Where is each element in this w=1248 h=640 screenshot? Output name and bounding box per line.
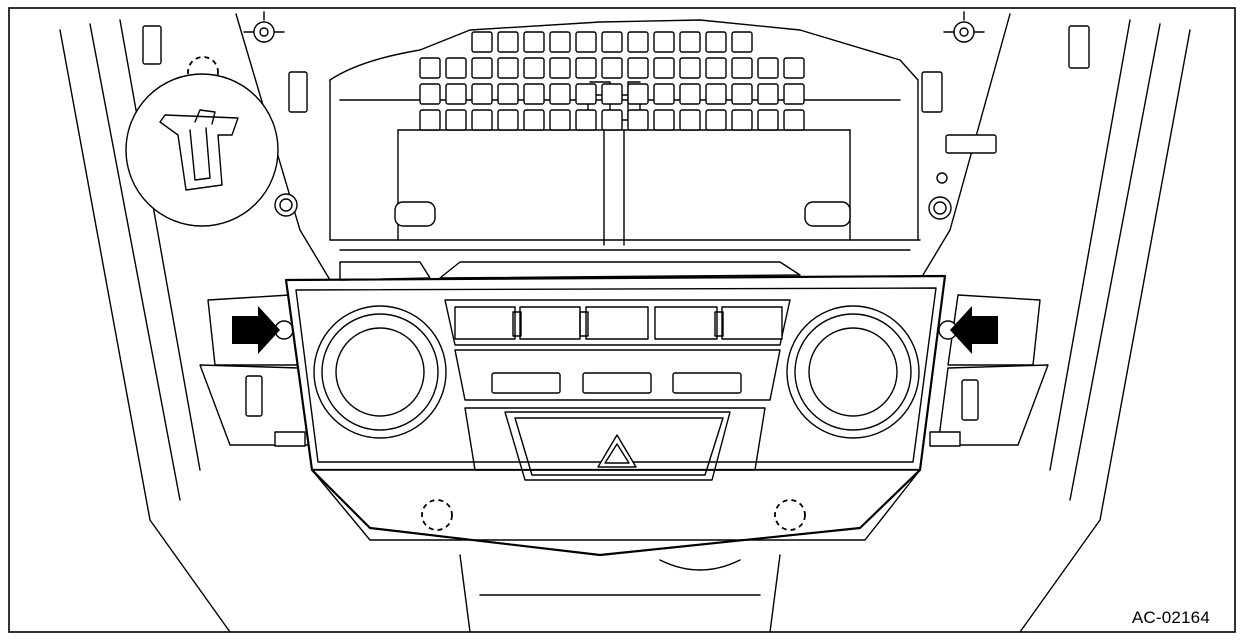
duct-cell [497, 109, 519, 131]
duct-cell [783, 57, 805, 79]
duct-grid [419, 31, 805, 131]
duct-cell [705, 83, 727, 105]
duct-cell [575, 109, 597, 131]
hazard-triangle-icon [597, 434, 637, 468]
duct-cell [549, 109, 571, 131]
duct-cell [705, 31, 727, 53]
duct-cell [471, 57, 493, 79]
clip-location-top [187, 56, 219, 88]
duct-cell [679, 83, 701, 105]
clip-location-right [774, 499, 806, 531]
duct-cell [601, 109, 623, 131]
duct-cell [679, 109, 701, 131]
lower-button-row [464, 407, 766, 481]
duct-cell [679, 57, 701, 79]
duct-cell [627, 31, 649, 53]
duct-cell [653, 57, 675, 79]
arrow-right-icon [232, 306, 280, 354]
duct-cell [445, 57, 467, 79]
duct-cell [731, 109, 753, 131]
duct-cell [471, 109, 493, 131]
duct-cell [653, 31, 675, 53]
dashboard-contours [59, 13, 1191, 633]
duct-cell [679, 31, 701, 53]
duct-cell [783, 83, 805, 105]
duct-cell [471, 83, 493, 105]
duct-cell [731, 31, 753, 53]
duct-cell [627, 109, 649, 131]
arrow-left-icon [950, 306, 998, 354]
duct-cell [575, 83, 597, 105]
duct-cell [653, 83, 675, 105]
duct-cell [757, 109, 779, 131]
duct-cell [731, 57, 753, 79]
diagram-border [8, 7, 1236, 633]
top-mount-tabs [142, 11, 1090, 227]
duct-cell [601, 83, 623, 105]
duct-cell [549, 31, 571, 53]
duct-cell [497, 57, 519, 79]
duct-cell [523, 109, 545, 131]
duct-cell [757, 57, 779, 79]
duct-cell [445, 83, 467, 105]
clip-detail-callout [125, 73, 279, 227]
duct-cell [497, 83, 519, 105]
duct-cell [549, 57, 571, 79]
left-knob [313, 305, 447, 439]
duct-cell [523, 31, 545, 53]
duct-cell [523, 57, 545, 79]
duct-cell [601, 57, 623, 79]
duct-cell [757, 83, 779, 105]
duct-cell [419, 57, 441, 79]
duct-cell [419, 83, 441, 105]
duct-cell [419, 109, 441, 131]
duct-cell [549, 83, 571, 105]
duct-cell [523, 83, 545, 105]
duct-cell [783, 109, 805, 131]
clip-location-left [421, 499, 453, 531]
right-knob [786, 305, 920, 439]
figure-code-label: AC-02164 [1129, 608, 1212, 628]
duct-cell [653, 109, 675, 131]
duct-cell [627, 57, 649, 79]
duct-cell [575, 57, 597, 79]
lower-console [459, 554, 781, 633]
duct-cell [731, 83, 753, 105]
duct-cell [627, 83, 649, 105]
duct-cell [601, 31, 623, 53]
upper-button-row [444, 299, 791, 346]
duct-cell [705, 109, 727, 131]
middle-button-row [454, 349, 781, 401]
duct-cell [445, 109, 467, 131]
duct-cell [471, 31, 493, 53]
duct-cell [575, 31, 597, 53]
duct-cell [705, 57, 727, 79]
duct-cell [497, 31, 519, 53]
